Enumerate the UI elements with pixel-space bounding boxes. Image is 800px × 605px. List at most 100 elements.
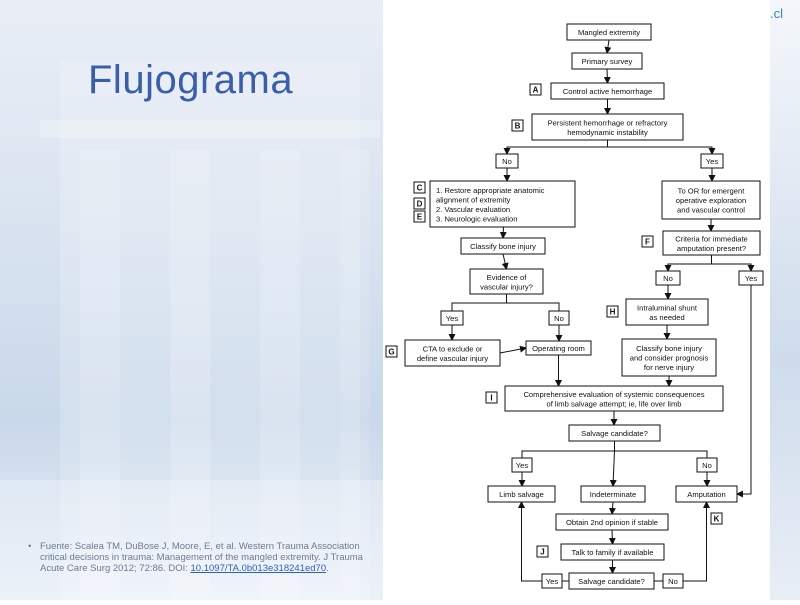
flow-node-text: Yes: [546, 577, 559, 586]
step-label-b: B: [511, 119, 524, 132]
step-label-box: [485, 391, 498, 404]
flow-node-text: operative exploration: [676, 196, 747, 205]
slide-right-edge: [770, 0, 800, 600]
flow-edge: [608, 529, 616, 545]
flow-node-classify: Classify bone injury: [460, 237, 546, 255]
flow-edge: [614, 450, 708, 458]
flow-node-box: [571, 52, 643, 70]
step-label-box: [641, 235, 654, 248]
step-label-text: B: [515, 122, 521, 131]
flow-node-yes_e: Yes: [440, 310, 464, 326]
flow-node-text: Salvage candidate?: [578, 577, 645, 586]
flow-node-text: Talk to family if available: [572, 548, 654, 557]
flow-node-salvage2: Salvage candidate?: [568, 572, 655, 590]
flow-node-yes_f: Yes: [738, 270, 764, 286]
step-label-text: A: [533, 86, 539, 95]
flow-node-text: Limb salvage: [499, 490, 544, 499]
step-label-a: A: [529, 83, 542, 96]
flow-node-mangled: Mangled extremity: [566, 23, 652, 41]
flow-edge: [521, 441, 615, 458]
step-label-box: [536, 545, 549, 558]
flow-node-text: alignment of extremity: [436, 195, 510, 204]
flow-node-box: [566, 23, 652, 41]
flow-edge: [609, 450, 617, 487]
flow-node-box: [495, 153, 519, 169]
flow-node-box: [738, 270, 764, 286]
flow-node-text: Amputation: [687, 490, 725, 499]
flow-node-text: as needed: [649, 313, 684, 322]
flow-edge: [736, 285, 752, 498]
flow-node-text: and vascular control: [677, 206, 745, 215]
flow-node-persistent: Persistent hemorrhage or refractoryhemod…: [531, 113, 684, 141]
flow-node-box: [550, 82, 665, 100]
flow-edge: [664, 255, 712, 272]
flow-node-text: No: [554, 314, 564, 323]
flow-node-box: [504, 385, 724, 412]
flow-node-text: Persistent hemorrhage or refractory: [548, 118, 668, 127]
flow-node-text: Yes: [446, 314, 459, 323]
flow-edge: [711, 263, 755, 272]
flow-node-text: Yes: [516, 461, 529, 470]
flow-node-text: Intraluminal shunt: [637, 303, 698, 312]
step-label-text: F: [645, 238, 650, 247]
flow-node-yes_b: Yes: [541, 573, 563, 589]
step-label-c: C: [413, 181, 426, 194]
step-label-text: C: [417, 184, 423, 193]
flow-node-text: CTA to exclude or: [423, 344, 483, 353]
flow-node-box: [696, 457, 718, 473]
step-label-box: [413, 197, 426, 210]
logo-fragment: .cl: [770, 6, 783, 21]
step-label-h: H: [606, 305, 619, 318]
flow-node-box: [541, 573, 563, 589]
flow-node-text: Classify bone injury: [636, 344, 702, 353]
step-label-box: [606, 305, 619, 318]
flow-node-box: [460, 237, 546, 255]
step-label-text: K: [714, 515, 720, 524]
flow-edge: [501, 253, 509, 270]
flow-node-no_e: No: [548, 310, 570, 326]
flow-edge: [683, 501, 710, 582]
flow-node-box: [662, 573, 684, 589]
flow-node-text: Comprehensive evaluation of systemic con…: [523, 390, 704, 399]
source-citation: • Fuente: Scalea TM, DuBose J, Moore, E,…: [28, 541, 370, 574]
flow-node-box: [621, 338, 717, 377]
flow-node-text: Operating room: [532, 344, 585, 353]
flow-node-text: Obtain 2nd opinion if stable: [566, 518, 658, 527]
flow-edge: [451, 294, 507, 311]
flow-node-box: [531, 113, 684, 141]
flow-node-text: Indeterminate: [590, 490, 636, 499]
flow-node-text: Yes: [706, 157, 719, 166]
flow-node-text: No: [663, 274, 673, 283]
source-end: .: [326, 563, 329, 574]
step-label-text: G: [388, 348, 394, 357]
flow-node-yes1: Yes: [700, 153, 724, 169]
flow-node-text: Mangled extremity: [578, 28, 640, 37]
step-label-box: [511, 119, 524, 132]
flow-node-box: [625, 298, 709, 326]
step-label-box: [710, 512, 723, 525]
step-label-text: J: [540, 548, 544, 557]
step-label-text: H: [610, 308, 616, 317]
step-label-i: I: [485, 391, 498, 404]
flow-node-text: and consider prognosis: [630, 354, 709, 363]
flow-node-no_s: No: [696, 457, 718, 473]
flow-node-yes_s: Yes: [511, 457, 533, 473]
flow-node-second: Obtain 2nd opinion if stable: [555, 513, 669, 531]
flow-node-text: No: [702, 461, 712, 470]
flow-node-text: No: [668, 577, 678, 586]
flow-edge: [499, 226, 507, 239]
flow-node-text: Evidence of: [487, 273, 528, 282]
flow-node-box: [404, 339, 501, 367]
flow-edge: [603, 68, 611, 84]
flow-node-salvage: Salvage candidate?: [568, 424, 661, 442]
step-label-g: G: [385, 345, 398, 358]
doi-link[interactable]: 10.1097/TA.0b013e318241ed70: [190, 563, 327, 574]
flow-edge: [609, 501, 616, 515]
flow-node-text: for nerve injury: [644, 363, 694, 372]
